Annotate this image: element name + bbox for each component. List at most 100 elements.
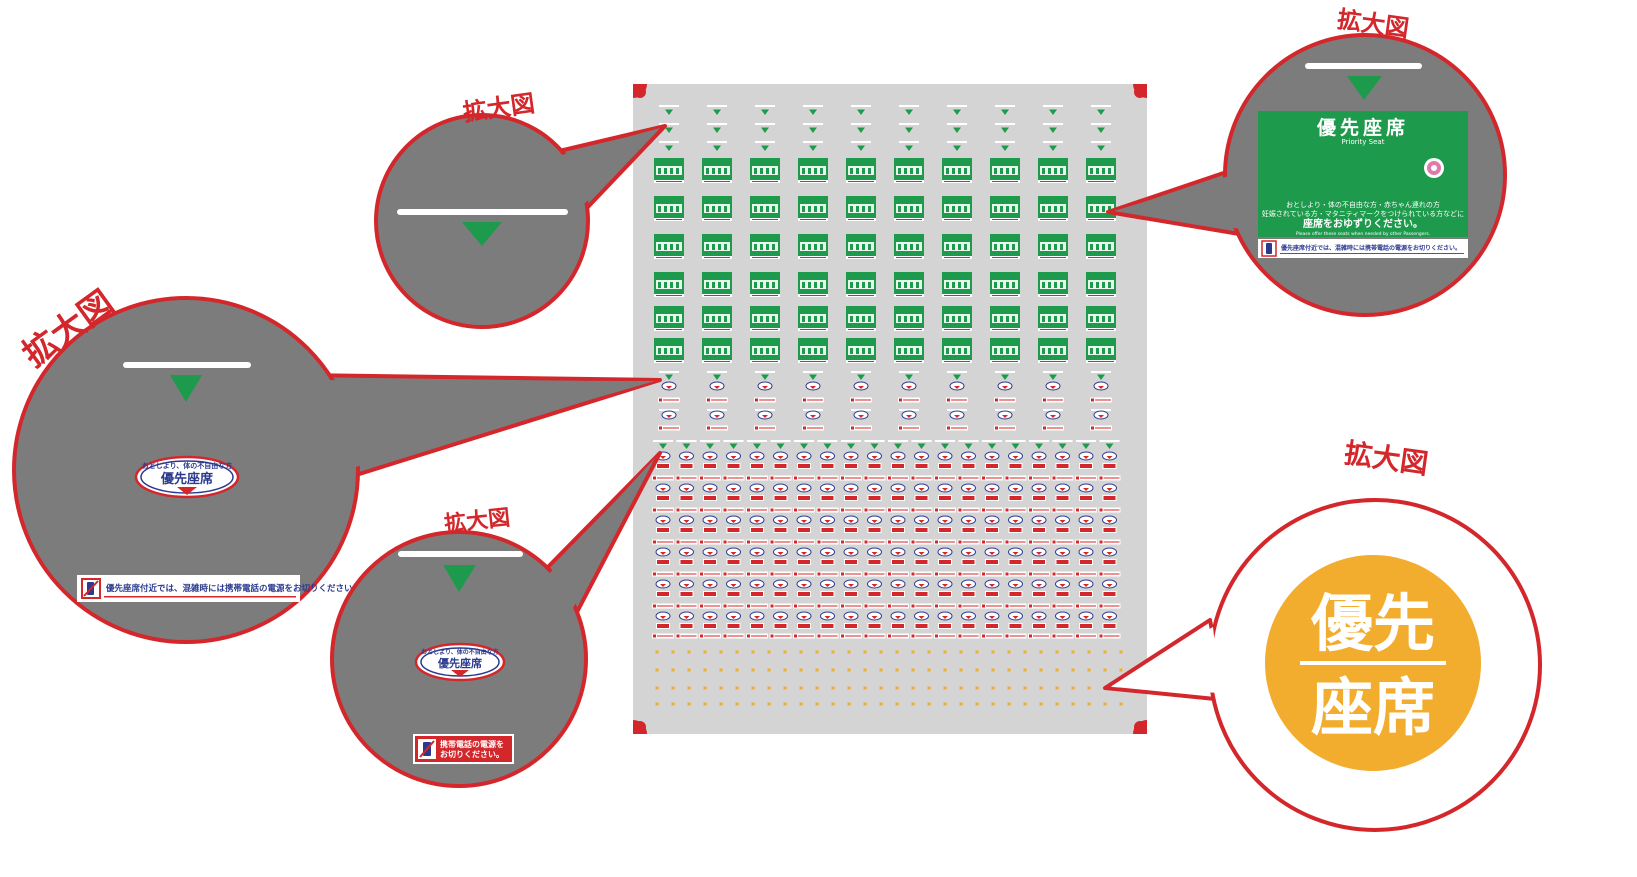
mini-seal-dot (719, 668, 723, 672)
mini-oval (655, 579, 671, 589)
seal-line2: 座席 (1311, 671, 1435, 744)
mini-oval (796, 547, 812, 557)
mini-oval (796, 515, 812, 525)
mini-phone-strip (898, 425, 920, 431)
mini-oval (914, 547, 929, 557)
sign-english: Please offer these seats when needed by … (1296, 231, 1430, 237)
mini-bar (1091, 123, 1111, 125)
mini-seal-dot (1039, 702, 1043, 706)
mini-minipanel (914, 527, 929, 533)
mini-minipanel (820, 527, 835, 533)
mini-seal-dot (991, 668, 995, 672)
mini-strip (934, 507, 956, 513)
mini-minipanel (985, 559, 999, 565)
mini-minipanel (656, 623, 670, 629)
mini-minipanel (679, 591, 694, 597)
mini-minipanel (985, 623, 999, 629)
mini-strip (769, 633, 792, 639)
mini-strip (675, 603, 698, 609)
mini-priority-sign (894, 272, 924, 297)
mini-minipanel (867, 495, 882, 501)
mini-oval (1031, 579, 1047, 589)
mini-strip (863, 507, 886, 513)
mini-minipanel (938, 495, 952, 501)
mini-oval (820, 547, 835, 557)
mini-oval (914, 451, 929, 461)
mini-seal-dot (655, 668, 659, 672)
green-triangle-icon (462, 222, 502, 246)
mini-minipanel (726, 463, 741, 469)
mini-minipanel (750, 591, 764, 597)
mini-seal-dot (735, 686, 739, 690)
mini-oval (867, 579, 882, 589)
mini-phone-strip (850, 425, 872, 431)
mini-bar (659, 371, 679, 373)
mini-bar (995, 105, 1015, 107)
mini-seal-dot (911, 650, 915, 654)
mini-minipanel (679, 623, 694, 629)
mini-phone-strip (706, 397, 728, 403)
mini-priority-sign (942, 306, 972, 331)
mini-strip (910, 475, 933, 481)
mini-seal-dot (799, 702, 803, 706)
mini-priority-sign (1038, 234, 1068, 259)
mini-priority-sign (1038, 272, 1068, 297)
mini-minipanel (820, 495, 835, 501)
mini-oval (937, 451, 953, 461)
mini-seal-dot (831, 668, 835, 672)
mini-minipanel (1008, 559, 1023, 565)
mini-minipanel (726, 527, 741, 533)
mini-bar (899, 371, 919, 373)
mini-phone-strip (994, 425, 1016, 431)
mini-bar (817, 440, 838, 442)
mini-oval (749, 451, 765, 461)
mini-minipanel (844, 527, 858, 533)
mini-minipanel (1008, 591, 1023, 597)
white-bar (397, 209, 568, 215)
mini-strip (652, 603, 674, 609)
mini-minipanel (820, 591, 835, 597)
mini-phone-strip (754, 425, 776, 431)
mini-minipanel (914, 623, 929, 629)
mini-seal-dot (911, 668, 915, 672)
mini-strip (981, 633, 1003, 639)
mini-oval (961, 483, 976, 493)
mini-oval (773, 483, 788, 493)
mini-strip (1028, 539, 1050, 545)
mini-oval-badge (1093, 381, 1109, 391)
mini-priority-sign (702, 272, 732, 297)
mini-strip (910, 571, 933, 577)
mini-seal-dot (751, 686, 755, 690)
mini-oval (726, 483, 741, 493)
mini-oval (1008, 515, 1023, 525)
mini-oval (702, 515, 718, 525)
mini-oval-badge (853, 381, 869, 391)
mini-priority-sign (846, 272, 876, 297)
mini-minipanel (1102, 527, 1117, 533)
mini-strip (1004, 539, 1027, 545)
mini-strip (746, 571, 768, 577)
mini-strip (722, 633, 745, 639)
mini-priority-sign (654, 306, 684, 331)
oval-small-text: おとしより、体の不自由な方 (142, 461, 233, 470)
mini-seal-dot (1087, 686, 1091, 690)
mini-seal-dot (783, 686, 787, 690)
mini-strip (981, 571, 1003, 577)
mini-strip (746, 603, 768, 609)
mini-strip (887, 539, 909, 545)
mini-seal-dot (911, 686, 915, 690)
mini-oval (843, 451, 859, 461)
mini-strip (934, 539, 956, 545)
mini-strip (957, 475, 980, 481)
mini-oval-badge (805, 381, 821, 391)
mini-priority-sign (654, 196, 684, 221)
mini-strip (1075, 603, 1097, 609)
mini-seal-dot (863, 650, 867, 654)
mini-seal-dot (879, 650, 883, 654)
phone-power-off-panel: 携帯電話の電源を お切りください。 (413, 734, 514, 764)
mini-bar (888, 440, 908, 442)
callout-label: 拡大図 (461, 89, 536, 127)
mini-strip (981, 539, 1003, 545)
mini-seal-dot (863, 702, 867, 706)
mini-strip (746, 507, 768, 513)
